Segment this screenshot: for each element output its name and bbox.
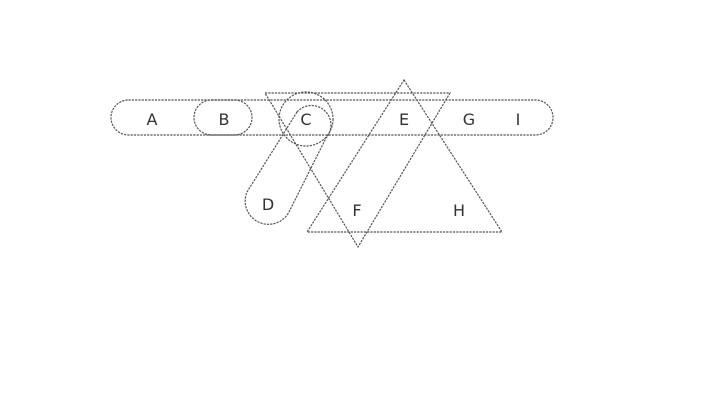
region-f	[263, 92, 452, 249]
region-h	[305, 78, 504, 233]
label-c: C	[300, 110, 311, 129]
label-d: D	[262, 195, 274, 214]
label-e: E	[399, 110, 409, 129]
region-c	[278, 91, 334, 147]
region-outer-stadium	[110, 99, 554, 136]
label-h: H	[453, 201, 465, 220]
label-b: B	[219, 110, 230, 129]
label-a: A	[147, 110, 158, 129]
label-i: I	[516, 110, 521, 129]
label-g: G	[463, 110, 475, 129]
label-f: F	[352, 201, 361, 220]
region-d	[244, 104, 332, 225]
region-b	[193, 99, 253, 136]
